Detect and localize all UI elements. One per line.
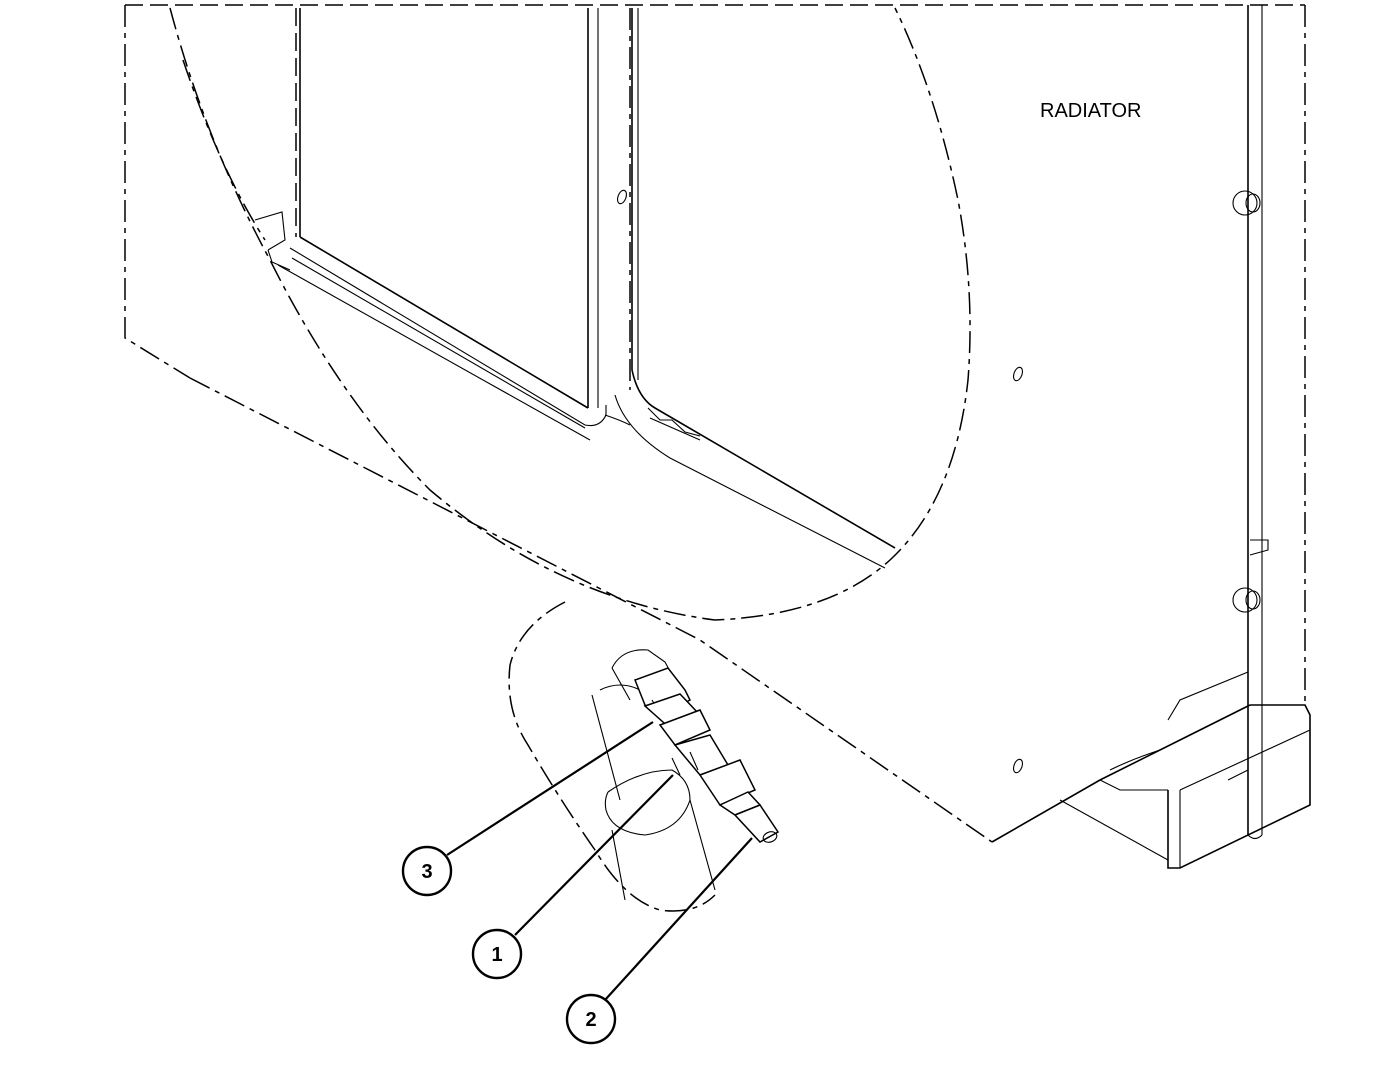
radiator-side-panel [991, 5, 1311, 869]
callout-number-2: 2 [585, 1009, 596, 1031]
callout-number-3: 3 [421, 861, 432, 883]
leader-line-2 [604, 837, 753, 1001]
leader-line-1 [514, 774, 674, 936]
radiator-label-text: RADIATOR [1040, 100, 1142, 122]
radiator-housing-outline [124, 4, 1306, 843]
radiator-core-right [604, 8, 896, 569]
callout-balloon-1: 1 [471, 928, 523, 980]
leader-lines [446, 721, 753, 1001]
callout-balloon-2: 2 [565, 993, 617, 1045]
radiator-core-left [254, 8, 607, 441]
side-bolts [616, 189, 1269, 774]
callout-number-1: 1 [491, 944, 502, 966]
lower-tank-outline [508, 601, 716, 912]
drain-valve-assembly [611, 649, 780, 843]
fan-shroud-outline [169, 7, 971, 621]
radiator-label: RADIATOR [1040, 100, 1142, 122]
callout-balloon-3: 3 [401, 845, 453, 897]
leader-line-3 [446, 721, 654, 856]
